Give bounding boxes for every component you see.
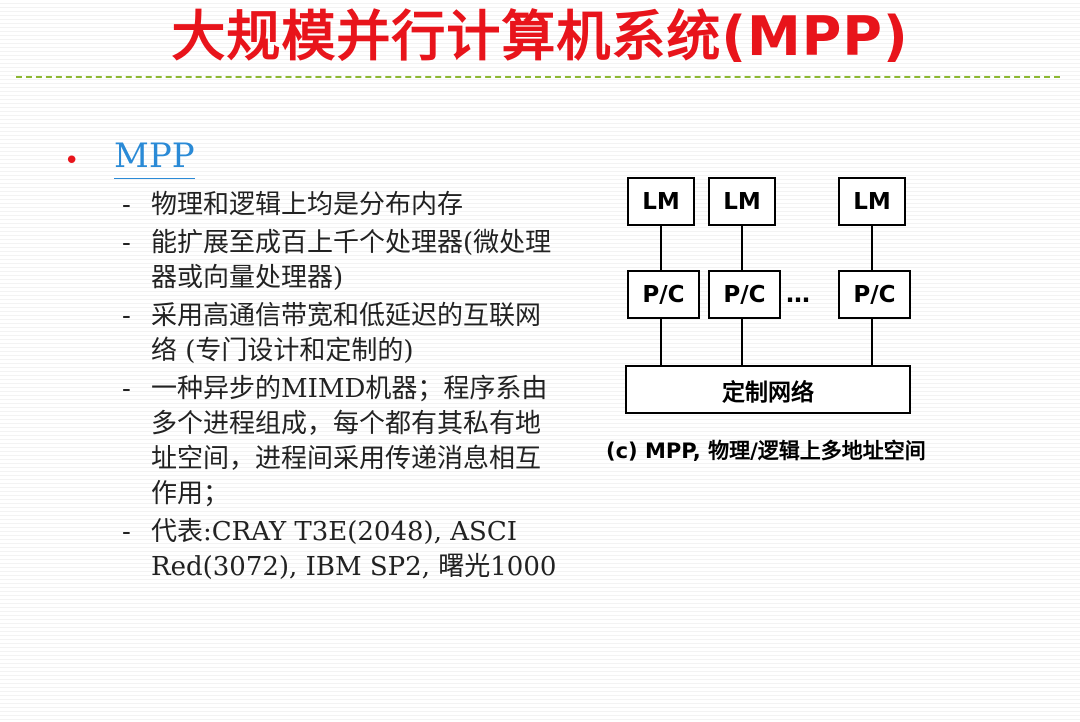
list-item-text: 一种异步的MIMD机器；程序系由多个进程组成，每个都有其私有地址空间，进程间采用… <box>151 374 548 509</box>
connector-line <box>871 318 873 366</box>
lm-box-2: LM <box>708 177 776 226</box>
pc-box-3: P/C <box>838 270 911 319</box>
list-item-text: 采用高通信带宽和低延迟的互联网络 (专门设计和定制的) <box>151 301 542 366</box>
pc-box-1: P/C <box>627 270 700 319</box>
list-item-text: 物理和逻辑上均是分布内存 <box>151 190 464 220</box>
connector-line <box>741 318 743 366</box>
bullet-heading[interactable]: MPP <box>114 136 195 179</box>
dash-marker: - <box>122 517 131 547</box>
list-item: - 代表:CRAY T3E(2048), ASCI Red(3072), IBM… <box>118 515 558 585</box>
pc-box-2: P/C <box>708 270 781 319</box>
title-divider <box>16 76 1060 78</box>
dash-marker: - <box>122 190 131 220</box>
connector-line <box>741 225 743 270</box>
network-box: 定制网络 <box>625 365 911 414</box>
list-item: - 物理和逻辑上均是分布内存 <box>118 188 558 223</box>
ellipsis: … <box>786 280 810 308</box>
list-item-text: 代表:CRAY T3E(2048), ASCI Red(3072), IBM S… <box>151 517 557 582</box>
lm-box-3: LM <box>838 177 906 226</box>
slide-title: 大规模并行计算机系统(MPP) <box>171 5 909 68</box>
dash-marker: - <box>122 374 131 404</box>
dash-marker: - <box>122 301 131 331</box>
connector-line <box>660 318 662 366</box>
list-item: - 采用高通信带宽和低延迟的互联网络 (专门设计和定制的) <box>118 299 558 369</box>
bullet-dot: • <box>64 146 80 176</box>
list-item: - 能扩展至成百上千个处理器(微处理器或向量处理器) <box>118 226 558 296</box>
bullet-items: - 物理和逻辑上均是分布内存 - 能扩展至成百上千个处理器(微处理器或向量处理器… <box>118 188 558 588</box>
list-item: - 一种异步的MIMD机器；程序系由多个进程组成，每个都有其私有地址空间，进程间… <box>118 372 558 512</box>
list-item-text: 能扩展至成百上千个处理器(微处理器或向量处理器) <box>151 228 552 293</box>
lm-box-1: LM <box>627 177 695 226</box>
connector-line <box>660 225 662 270</box>
dash-marker: - <box>122 228 131 258</box>
connector-line <box>871 225 873 270</box>
diagram-caption: (c) MPP, 物理/逻辑上多地址空间 <box>606 439 926 463</box>
